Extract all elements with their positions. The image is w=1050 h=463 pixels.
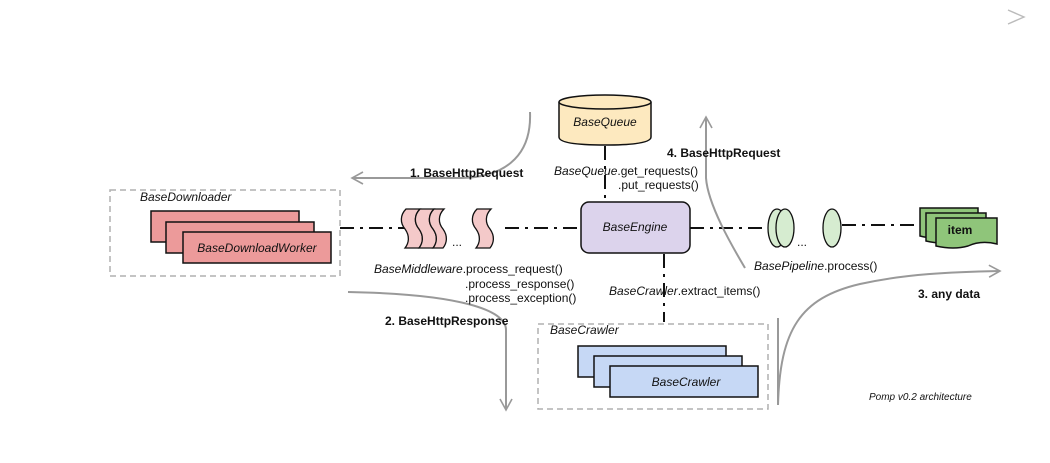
- queue-methods: BaseQueue.get_requests() .put_requests(): [554, 164, 699, 192]
- middleware-methods-line1: BaseMiddleware.process_request(): [374, 262, 563, 276]
- middleware-method2: .process_response(): [465, 277, 574, 291]
- flow4-arrow-long: [705, 122, 746, 269]
- queue-node: BaseQueue: [558, 94, 652, 146]
- middleware-chain: [400, 208, 495, 249]
- caption: Pomp v0.2 architecture: [869, 392, 972, 403]
- pipeline-shape-2: [775, 208, 795, 248]
- pipeline-method: .process(): [824, 259, 877, 273]
- crawler-method-label: BaseCrawler.extract_items(): [609, 284, 760, 298]
- queue-methods-line1: BaseQueue.get_requests(): [554, 164, 698, 178]
- item-label: item: [948, 223, 973, 237]
- download-worker-label: BaseDownloadWorker: [197, 241, 317, 255]
- queue-method1: .get_requests(): [617, 164, 698, 178]
- engine-label: BaseEngine: [603, 220, 668, 234]
- queue-class-ref: BaseQueue: [554, 164, 618, 178]
- crawler-group: BaseCrawler BaseCrawler: [537, 323, 769, 410]
- pipeline-shape-3: [822, 208, 842, 248]
- item-box: [935, 217, 998, 249]
- pipeline-ellipsis: ...: [797, 235, 807, 249]
- middleware-method1: .process_request(): [463, 262, 563, 276]
- download-worker-box: [182, 231, 332, 264]
- queue-method2: .put_requests(): [618, 178, 699, 192]
- flow3-arrow: [777, 264, 1002, 406]
- middleware-methods: BaseMiddleware.process_request() .proces…: [374, 262, 576, 305]
- crawler-box: [609, 365, 759, 398]
- engine-node: BaseEngine: [580, 201, 691, 254]
- middleware-shape-3: [428, 208, 448, 249]
- crawler-class-ref: BaseCrawler: [609, 284, 679, 298]
- downloader-group: BaseDownloader BaseDownloadWorker: [109, 189, 341, 277]
- middleware-class-ref: BaseMiddleware: [374, 262, 463, 276]
- pipeline-chain: [767, 208, 842, 248]
- crawler-label: BaseCrawler: [652, 375, 722, 389]
- crawler-group-label: BaseCrawler: [550, 323, 620, 337]
- item-node: item: [919, 207, 998, 249]
- connectors: [340, 146, 920, 322]
- middleware-ellipsis: ...: [452, 235, 462, 249]
- pipeline-method-label: BasePipeline.process(): [754, 259, 877, 273]
- middleware-method3: .process_exception(): [465, 291, 576, 305]
- downloader-group-label: BaseDownloader: [140, 190, 232, 204]
- queue-label: BaseQueue: [573, 115, 637, 129]
- flow-arrows: [347, 111, 1002, 412]
- crawler-method: .extract_items(): [678, 284, 761, 298]
- flow1-label: 1. BaseHttpRequest: [410, 166, 523, 180]
- pipeline-class-ref: BasePipeline: [754, 259, 824, 273]
- flow2-arrow: [347, 291, 513, 412]
- flow2-label: 2. BaseHttpResponse: [385, 314, 509, 328]
- middleware-shape-4: [471, 208, 495, 249]
- flow4-label: 4. BaseHttpRequest: [667, 146, 780, 160]
- flow3-label: 3. any data: [918, 287, 980, 301]
- flow1-arrow: [350, 111, 532, 185]
- top-right-arrow: [1007, 9, 1026, 25]
